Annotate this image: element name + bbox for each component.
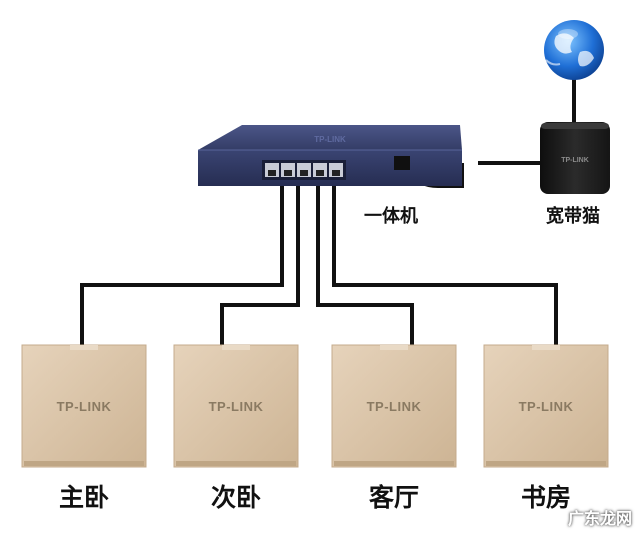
room-label-study: 书房	[520, 483, 571, 512]
router-brand: TP-LINK	[314, 135, 346, 144]
ap-master-bedroom	[21, 344, 147, 468]
ap-brand-label: TP-LINK	[208, 399, 264, 414]
watermark: 广东龙网	[567, 509, 632, 528]
router-power-port	[394, 156, 410, 170]
ap-study	[483, 344, 609, 468]
router-device: TP-LINK	[198, 125, 462, 186]
cables	[80, 78, 576, 345]
router-lan-ports	[262, 160, 346, 180]
ap-brand-label: TP-LINK	[366, 399, 422, 414]
cable-second-bedroom	[220, 185, 300, 345]
modem-brand: TP-LINK	[561, 157, 589, 164]
ap-living-room	[331, 344, 457, 468]
cable-living-room	[316, 185, 414, 345]
room-label-second-bedroom: 次卧	[210, 483, 261, 512]
cable-study	[332, 185, 558, 345]
ap-brand-label: TP-LINK	[56, 399, 112, 414]
router-label: 一体机	[364, 206, 418, 227]
room-label-living-room: 客厅	[368, 483, 419, 512]
modem-device: TP-LINK	[540, 122, 610, 194]
globe-icon	[544, 20, 604, 80]
cable-master-bedroom	[80, 185, 284, 345]
ap-second-bedroom	[173, 344, 299, 468]
room-label-master-bedroom: 主卧	[58, 483, 109, 512]
ap-brand-label: TP-LINK	[518, 399, 574, 414]
modem-label: 宽带猫	[546, 206, 600, 227]
